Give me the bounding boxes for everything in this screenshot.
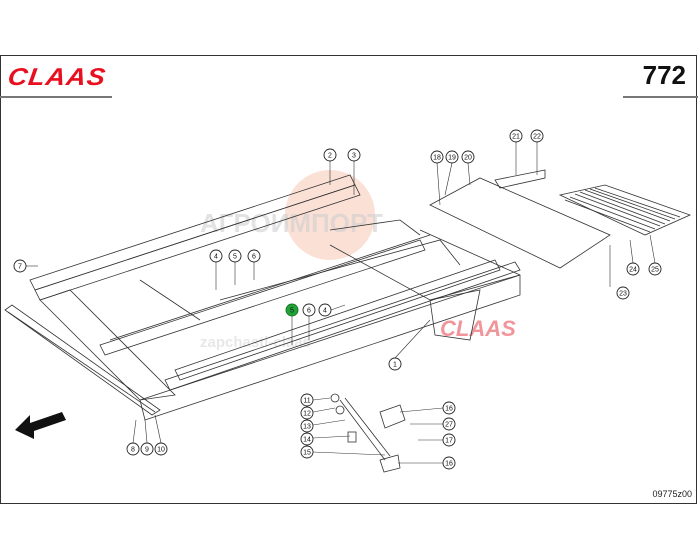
callout-7[interactable]: 7 [13,259,27,273]
callout-2[interactable]: 2 [323,148,337,162]
callout-label: 24 [629,267,637,274]
callout-16[interactable]: 16 [442,401,456,415]
callout-22[interactable]: 22 [530,129,544,143]
callout-label: 25 [651,267,659,274]
callout-label: 18 [433,155,441,162]
callout-label: 15 [303,450,311,457]
callout-8[interactable]: 8 [126,442,140,456]
callout-label: 6 [307,308,311,315]
callout-label: 20 [464,155,472,162]
callout-label: 16 [445,406,453,413]
drawing-frame [0,55,697,504]
callout-label: 3 [352,153,356,160]
callout-17[interactable]: 17 [442,433,456,447]
comb-rake [558,184,692,236]
callout-label: 27 [445,422,453,429]
callout-5-highlighted[interactable]: 5 [285,303,299,317]
callout-label: 17 [445,438,453,445]
callout-label: 13 [303,424,311,431]
callout-label: 21 [512,134,520,141]
callout-25[interactable]: 25 [648,262,662,276]
callout-24[interactable]: 24 [626,262,640,276]
callout-label: 2 [328,153,332,160]
callout-label: 4 [214,254,218,261]
callout-14[interactable]: 14 [300,432,314,446]
callout-3[interactable]: 3 [347,148,361,162]
callout-21[interactable]: 21 [509,129,523,143]
callout-6[interactable]: 6 [302,303,316,317]
cover-plate [429,169,611,269]
callout-label: 22 [533,134,541,141]
callout-9[interactable]: 9 [140,442,154,456]
callout-20[interactable]: 20 [461,150,475,164]
callout-5[interactable]: 5 [228,249,242,263]
callout-label: 9 [145,447,149,454]
callout-label: 7 [18,264,22,271]
callout-10[interactable]: 10 [154,442,168,456]
callout-label: 6 [252,254,256,261]
drawing-code: 09775z00 [652,489,692,499]
callout-label: 4 [323,308,327,315]
watermark-text: АГРОИМПОРТ [200,208,383,238]
header-divider-right [623,96,698,98]
callout-1[interactable]: 1 [388,357,402,371]
callout-4[interactable]: 4 [209,249,223,263]
header-divider-left [0,96,112,98]
callout-6[interactable]: 6 [247,249,261,263]
callout-11[interactable]: 11 [300,393,314,407]
callout-label: 23 [619,291,627,298]
callout-4[interactable]: 4 [318,303,332,317]
callout-19[interactable]: 19 [445,150,459,164]
callout-label: 8 [131,447,135,454]
callout-label: 14 [303,437,311,444]
page-number: 772 [642,60,686,90]
callout-label: 1 [393,362,397,369]
side-rail [4,304,161,416]
callout-label: 16 [445,461,453,468]
callout-label: 5 [233,254,237,261]
callout-label: 12 [303,411,311,418]
callout-13[interactable]: 13 [300,419,314,433]
callout-label: 11 [303,398,310,405]
direction-arrow-icon [15,412,66,439]
callout-16[interactable]: 16 [442,456,456,470]
callout-23[interactable]: 23 [616,286,630,300]
callout-label: 5 [290,308,294,315]
leader-lines [26,142,656,464]
callout-label: 19 [448,155,456,162]
watermark-logo: CLAAS [440,316,516,341]
callout-27[interactable]: 27 [442,417,456,431]
callout-15[interactable]: 15 [300,445,314,459]
callout-18[interactable]: 18 [430,150,444,164]
callout-12[interactable]: 12 [300,406,314,420]
linkage-parts [330,393,406,473]
chassis-frame [29,174,521,421]
callout-label: 10 [157,447,165,454]
